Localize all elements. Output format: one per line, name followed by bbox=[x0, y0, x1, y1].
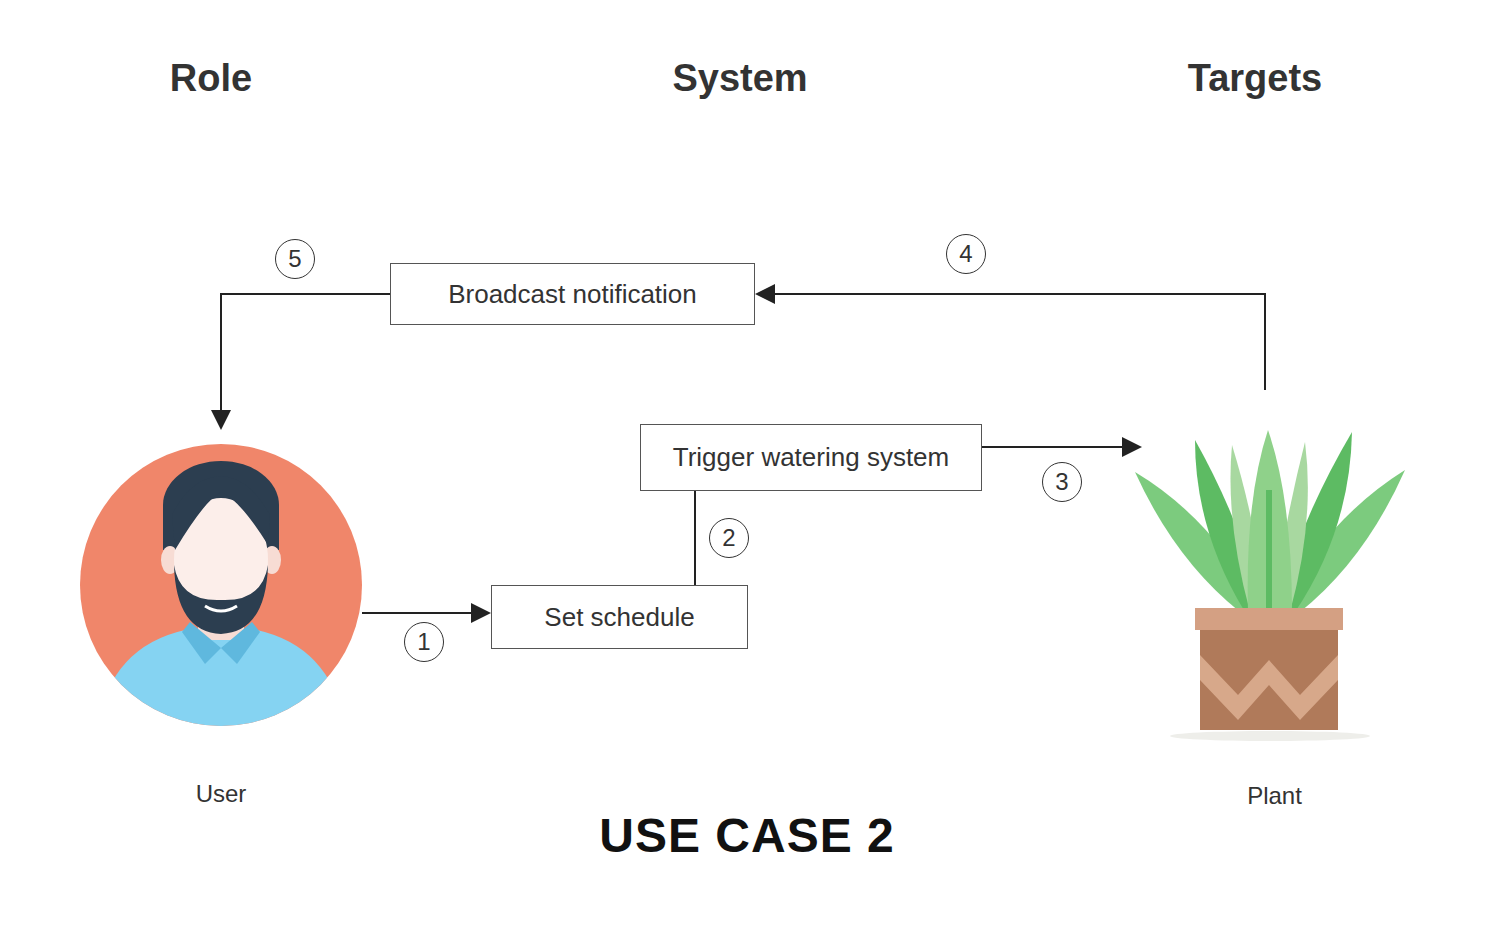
column-heading: Targets bbox=[1188, 57, 1322, 100]
figure-label: Plant bbox=[1247, 782, 1302, 810]
box-label: Broadcast notification bbox=[448, 279, 697, 310]
connector bbox=[362, 603, 491, 623]
arrowhead bbox=[1122, 437, 1142, 457]
target-figure: Plant bbox=[1142, 390, 1407, 810]
connector-line bbox=[773, 294, 1265, 390]
callout-number: 1 bbox=[404, 622, 444, 662]
connector bbox=[755, 284, 1265, 390]
connector-line bbox=[221, 294, 390, 412]
box-label: Trigger watering system bbox=[673, 442, 949, 473]
diagram-caption: USE CASE 2 bbox=[599, 808, 894, 863]
process-box: Set schedule bbox=[491, 585, 748, 649]
process-box: Broadcast notification bbox=[390, 263, 755, 325]
column-heading: System bbox=[672, 57, 807, 100]
plant-illustration bbox=[1135, 430, 1405, 741]
callout-number: 3 bbox=[1042, 462, 1082, 502]
callout-number: 5 bbox=[275, 239, 315, 279]
role-figure: User bbox=[80, 430, 362, 808]
arrowhead bbox=[211, 410, 231, 430]
connector-line bbox=[694, 491, 696, 585]
arrowhead bbox=[755, 284, 775, 304]
connector bbox=[695, 491, 696, 585]
callout-number: 4 bbox=[946, 234, 986, 274]
box-label: Set schedule bbox=[544, 602, 694, 633]
connector-line bbox=[362, 612, 473, 614]
connector bbox=[211, 294, 390, 430]
arrowhead bbox=[471, 603, 491, 623]
connector bbox=[982, 437, 1142, 457]
column-heading: Role bbox=[170, 57, 252, 100]
callout-number: 2 bbox=[709, 518, 749, 558]
user-avatar bbox=[80, 444, 362, 740]
connector-line bbox=[982, 446, 1124, 448]
process-box: Trigger watering system bbox=[640, 424, 982, 491]
figure-label: User bbox=[196, 780, 247, 808]
